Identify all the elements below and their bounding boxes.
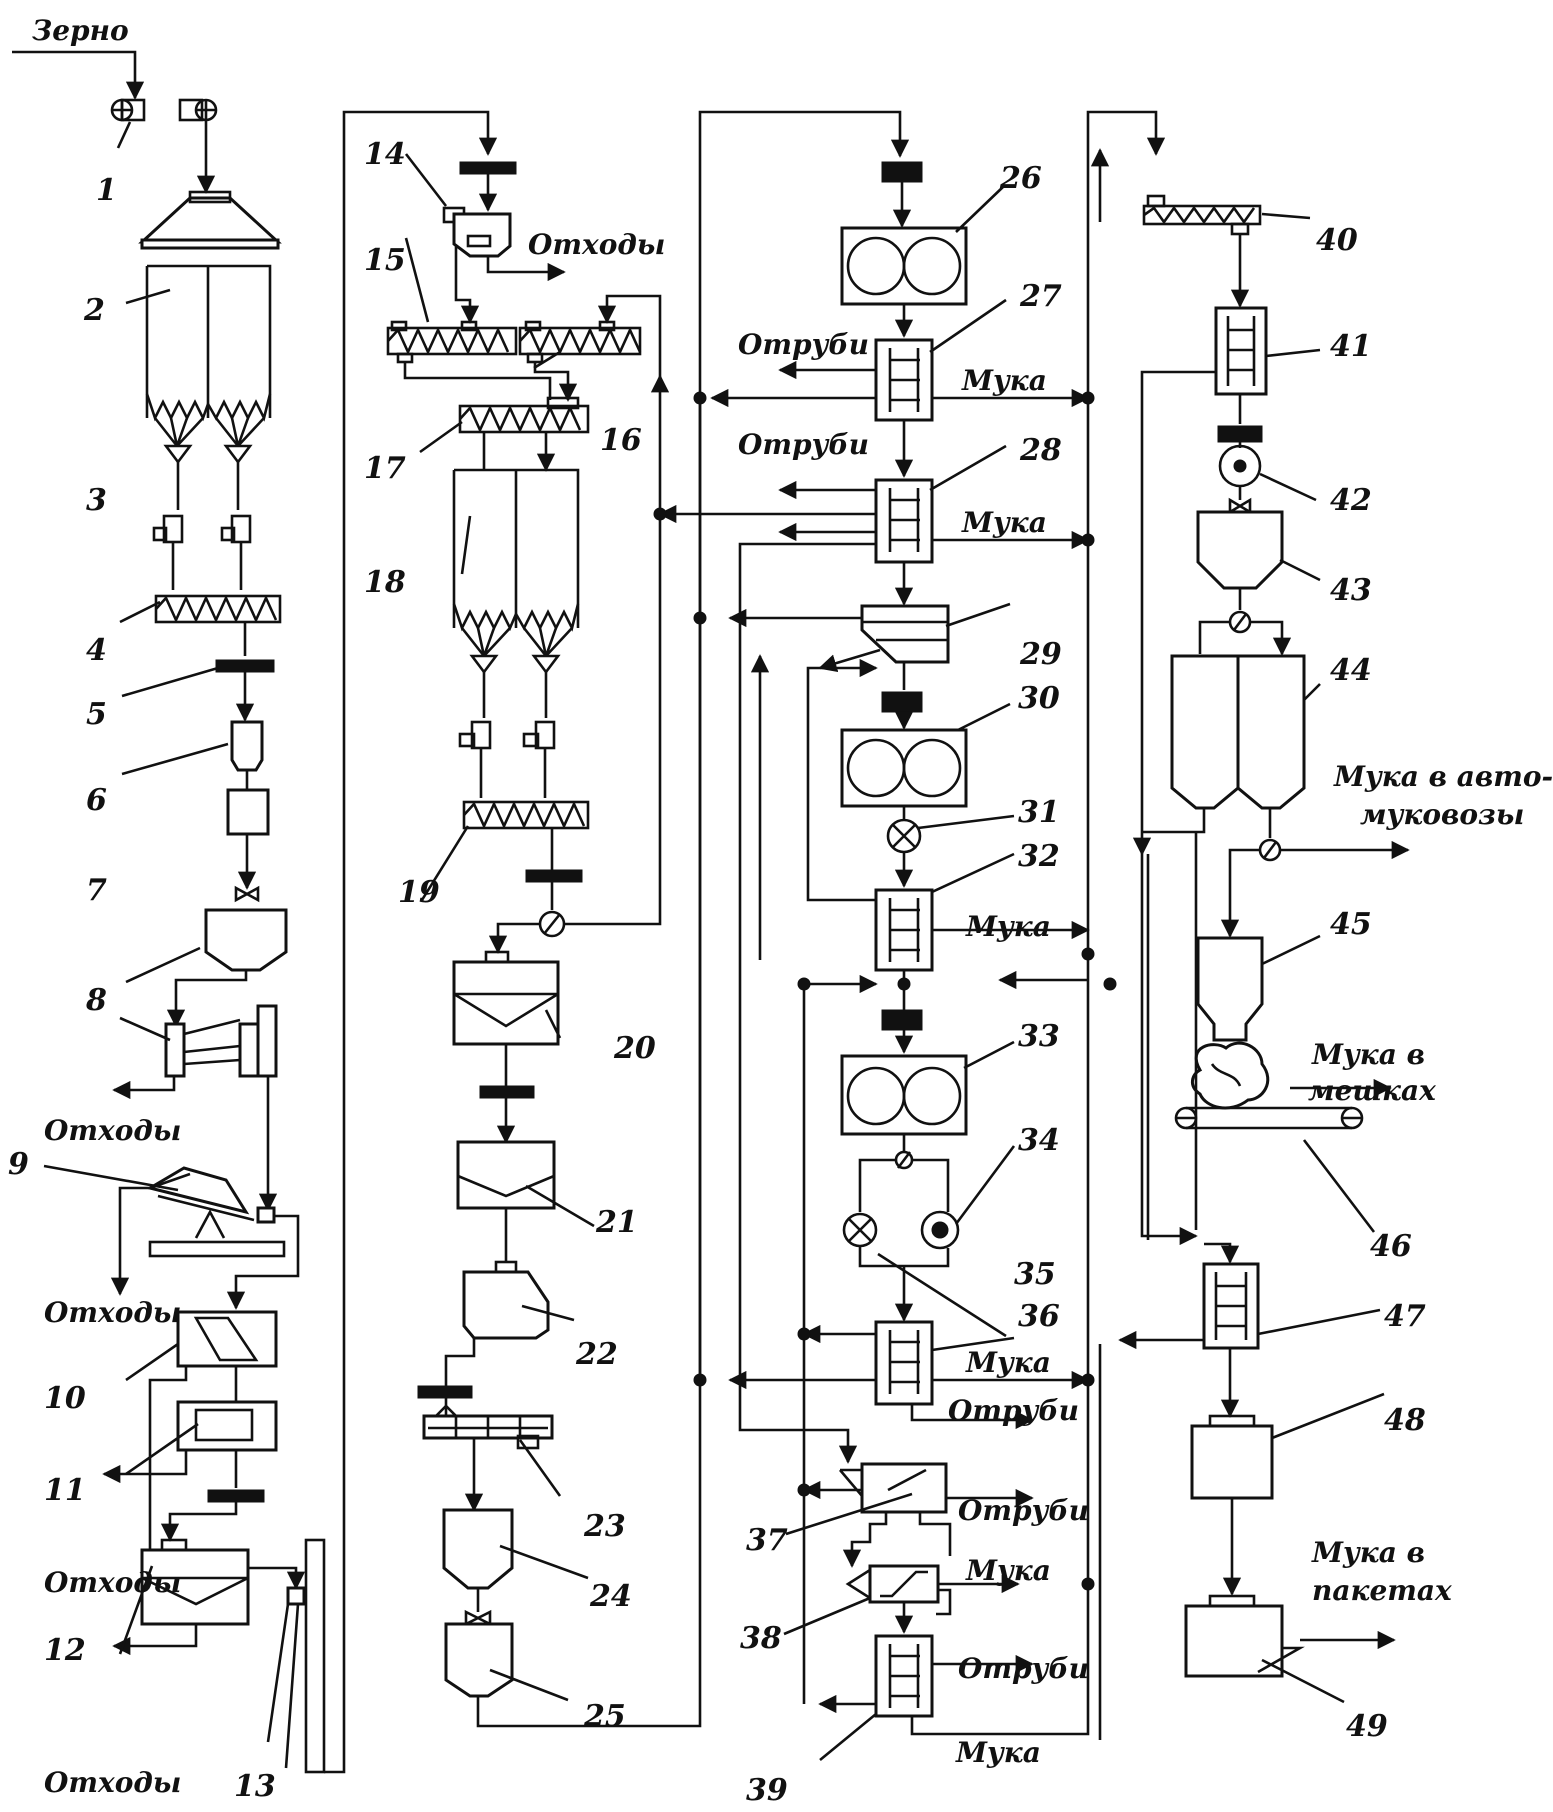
num-29: 29 — [1019, 637, 1062, 672]
num-17: 17 — [364, 451, 406, 486]
num-47: 47 — [1384, 1299, 1426, 1334]
num-25: 25 — [583, 1699, 626, 1734]
label-muka-28: Мука — [961, 506, 1047, 539]
column-1-cleaning — [12, 50, 498, 1774]
num-9: 9 — [8, 1147, 29, 1182]
label-muka-avto-1: Мука в авто- — [1333, 760, 1553, 793]
num-38: 38 — [740, 1621, 782, 1656]
num-1: 1 — [96, 173, 117, 208]
num-19: 19 — [398, 875, 440, 910]
label-othody-12: Отходы — [44, 1766, 181, 1799]
num-31: 31 — [1018, 795, 1060, 830]
column-3-milling — [653, 110, 1166, 1736]
num-11: 11 — [44, 1473, 86, 1508]
label-muka-38: Мука — [965, 1554, 1051, 1587]
label-muka-32: Мука — [965, 910, 1051, 943]
num-5: 5 — [86, 697, 107, 732]
label-zerno: Зерно — [32, 14, 129, 47]
num-49: 49 — [1346, 1709, 1388, 1744]
label-muka-pakety-1: Мука в — [1311, 1536, 1425, 1569]
num-44: 44 — [1330, 653, 1372, 688]
num-13: 13 — [234, 1769, 276, 1804]
num-27: 27 — [1019, 279, 1062, 314]
label-othody-9: Отходы — [44, 1296, 181, 1329]
num-10: 10 — [44, 1381, 86, 1416]
label-othody-11: Отходы — [44, 1566, 181, 1599]
label-othody-8: Отходы — [44, 1114, 181, 1147]
label-muka-meshki-2: мешках — [1308, 1074, 1436, 1107]
num-36: 36 — [1018, 1299, 1060, 1334]
num-30: 30 — [1018, 681, 1060, 716]
num-6: 6 — [86, 783, 107, 818]
label-muka-avto-2: муковозы — [1360, 798, 1524, 831]
column-4-packing — [1090, 148, 1410, 1740]
num-28: 28 — [1019, 433, 1062, 468]
num-2: 2 — [83, 293, 105, 328]
num-4: 4 — [86, 633, 107, 668]
num-22: 22 — [575, 1337, 618, 1372]
label-muka-36: Мука — [965, 1346, 1051, 1379]
num-32: 32 — [1018, 839, 1060, 874]
num-46: 46 — [1370, 1229, 1412, 1264]
num-15: 15 — [364, 243, 406, 278]
label-otrubi-37: Отруби — [958, 1494, 1089, 1527]
equipment-numbers: 1 2 3 4 5 6 7 8 9 10 11 12 13 14 15 16 1… — [8, 137, 1426, 1808]
num-45: 45 — [1330, 907, 1372, 942]
column-2-tempering — [386, 110, 910, 1728]
label-othody-14: Отходы — [528, 228, 665, 261]
text-labels: Зерно Отходы Отходы Отходы Отходы Отходы… — [32, 14, 1553, 1799]
num-24: 24 — [589, 1579, 632, 1614]
label-otrubi-27: Отруби — [738, 328, 869, 361]
num-37: 37 — [746, 1523, 788, 1558]
num-35: 35 — [1014, 1257, 1056, 1292]
label-otrubi-39: Отруби — [958, 1652, 1089, 1685]
label-muka-39: Мука — [955, 1736, 1041, 1769]
num-43: 43 — [1330, 573, 1372, 608]
label-otrubi-28: Отруби — [738, 428, 869, 461]
num-39: 39 — [746, 1773, 788, 1807]
label-otrubi-36: Отруби — [948, 1394, 1079, 1427]
num-20: 20 — [613, 1031, 656, 1066]
num-8: 8 — [85, 983, 107, 1018]
label-muka-27: Мука — [961, 364, 1047, 397]
num-3: 3 — [86, 483, 107, 518]
num-23: 23 — [583, 1509, 626, 1544]
num-7: 7 — [86, 873, 107, 908]
num-48: 48 — [1384, 1403, 1426, 1438]
num-42: 42 — [1330, 483, 1372, 518]
num-26: 26 — [999, 161, 1042, 196]
number-leaders — [43, 153, 1385, 1769]
num-33: 33 — [1018, 1019, 1060, 1054]
num-41: 41 — [1330, 329, 1372, 364]
num-34: 34 — [1018, 1123, 1060, 1158]
label-muka-pakety-2: пакетах — [1312, 1574, 1452, 1607]
num-16: 16 — [600, 423, 642, 458]
num-18: 18 — [364, 565, 406, 600]
num-12: 12 — [44, 1633, 86, 1668]
num-21: 21 — [595, 1205, 638, 1240]
label-muka-meshki-1: Мука в — [1311, 1038, 1425, 1071]
num-40: 40 — [1316, 223, 1358, 258]
num-14: 14 — [364, 137, 406, 172]
